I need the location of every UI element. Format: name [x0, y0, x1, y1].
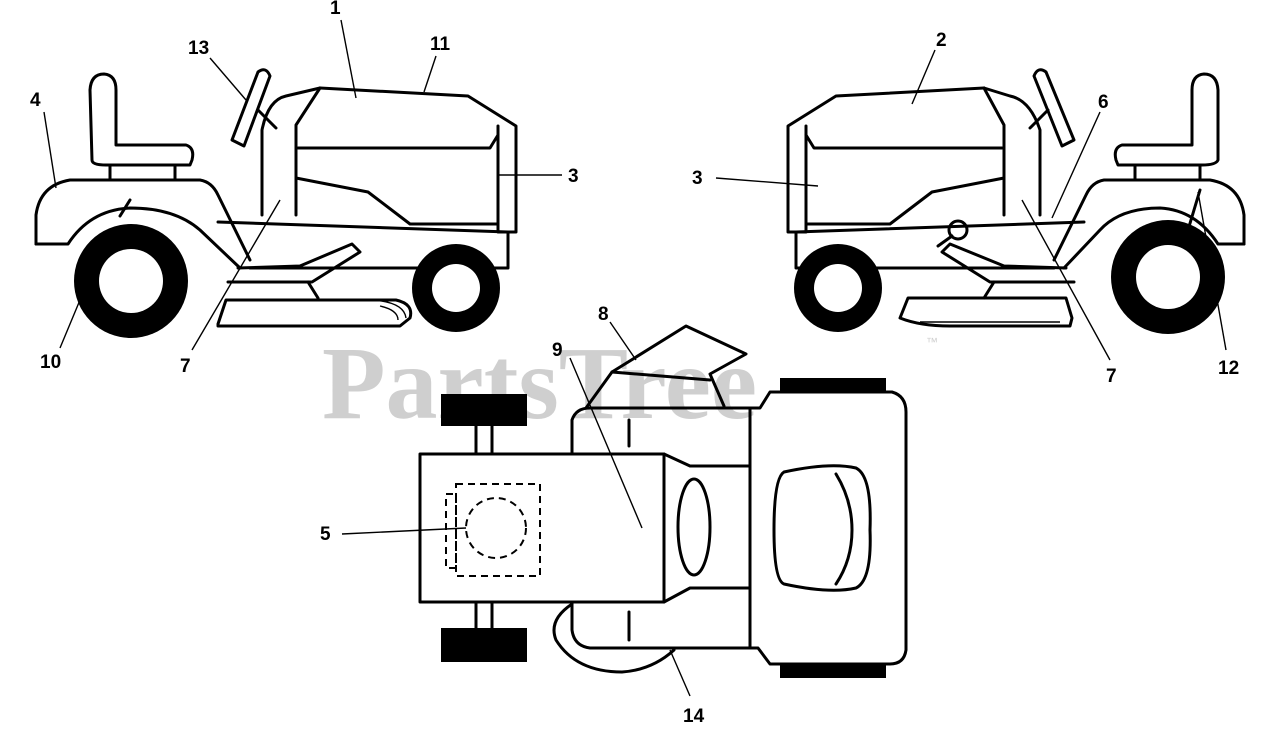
callout-8: 8 — [598, 304, 609, 325]
callout-14: 14 — [683, 706, 705, 727]
leader-lines — [43, 19, 1227, 697]
callout-10: 10 — [40, 352, 61, 373]
callout-6: 6 — [1098, 92, 1109, 113]
callout-labels: 1 11 13 4 3 10 7 2 3 6 7 12 8 9 5 14 — [30, 0, 1239, 727]
tractor-top-view — [418, 324, 908, 678]
callout-9: 9 — [552, 340, 563, 361]
callout-3-right: 3 — [692, 168, 703, 189]
tractor-side-view-left — [34, 68, 518, 338]
callout-13: 13 — [188, 38, 209, 59]
watermark-trademark: ™ — [926, 335, 938, 349]
callout-1: 1 — [330, 0, 341, 19]
callout-4: 4 — [30, 90, 41, 111]
callout-11: 11 — [430, 34, 451, 55]
watermark-text: PartsTree — [322, 326, 757, 441]
callout-3-left: 3 — [568, 166, 579, 187]
callout-12: 12 — [1218, 358, 1239, 379]
callout-2: 2 — [936, 30, 947, 51]
callout-7-right: 7 — [1106, 366, 1117, 387]
callout-7-left: 7 — [180, 356, 191, 377]
callout-5: 5 — [320, 524, 331, 545]
tractor-side-view-right — [786, 68, 1246, 334]
